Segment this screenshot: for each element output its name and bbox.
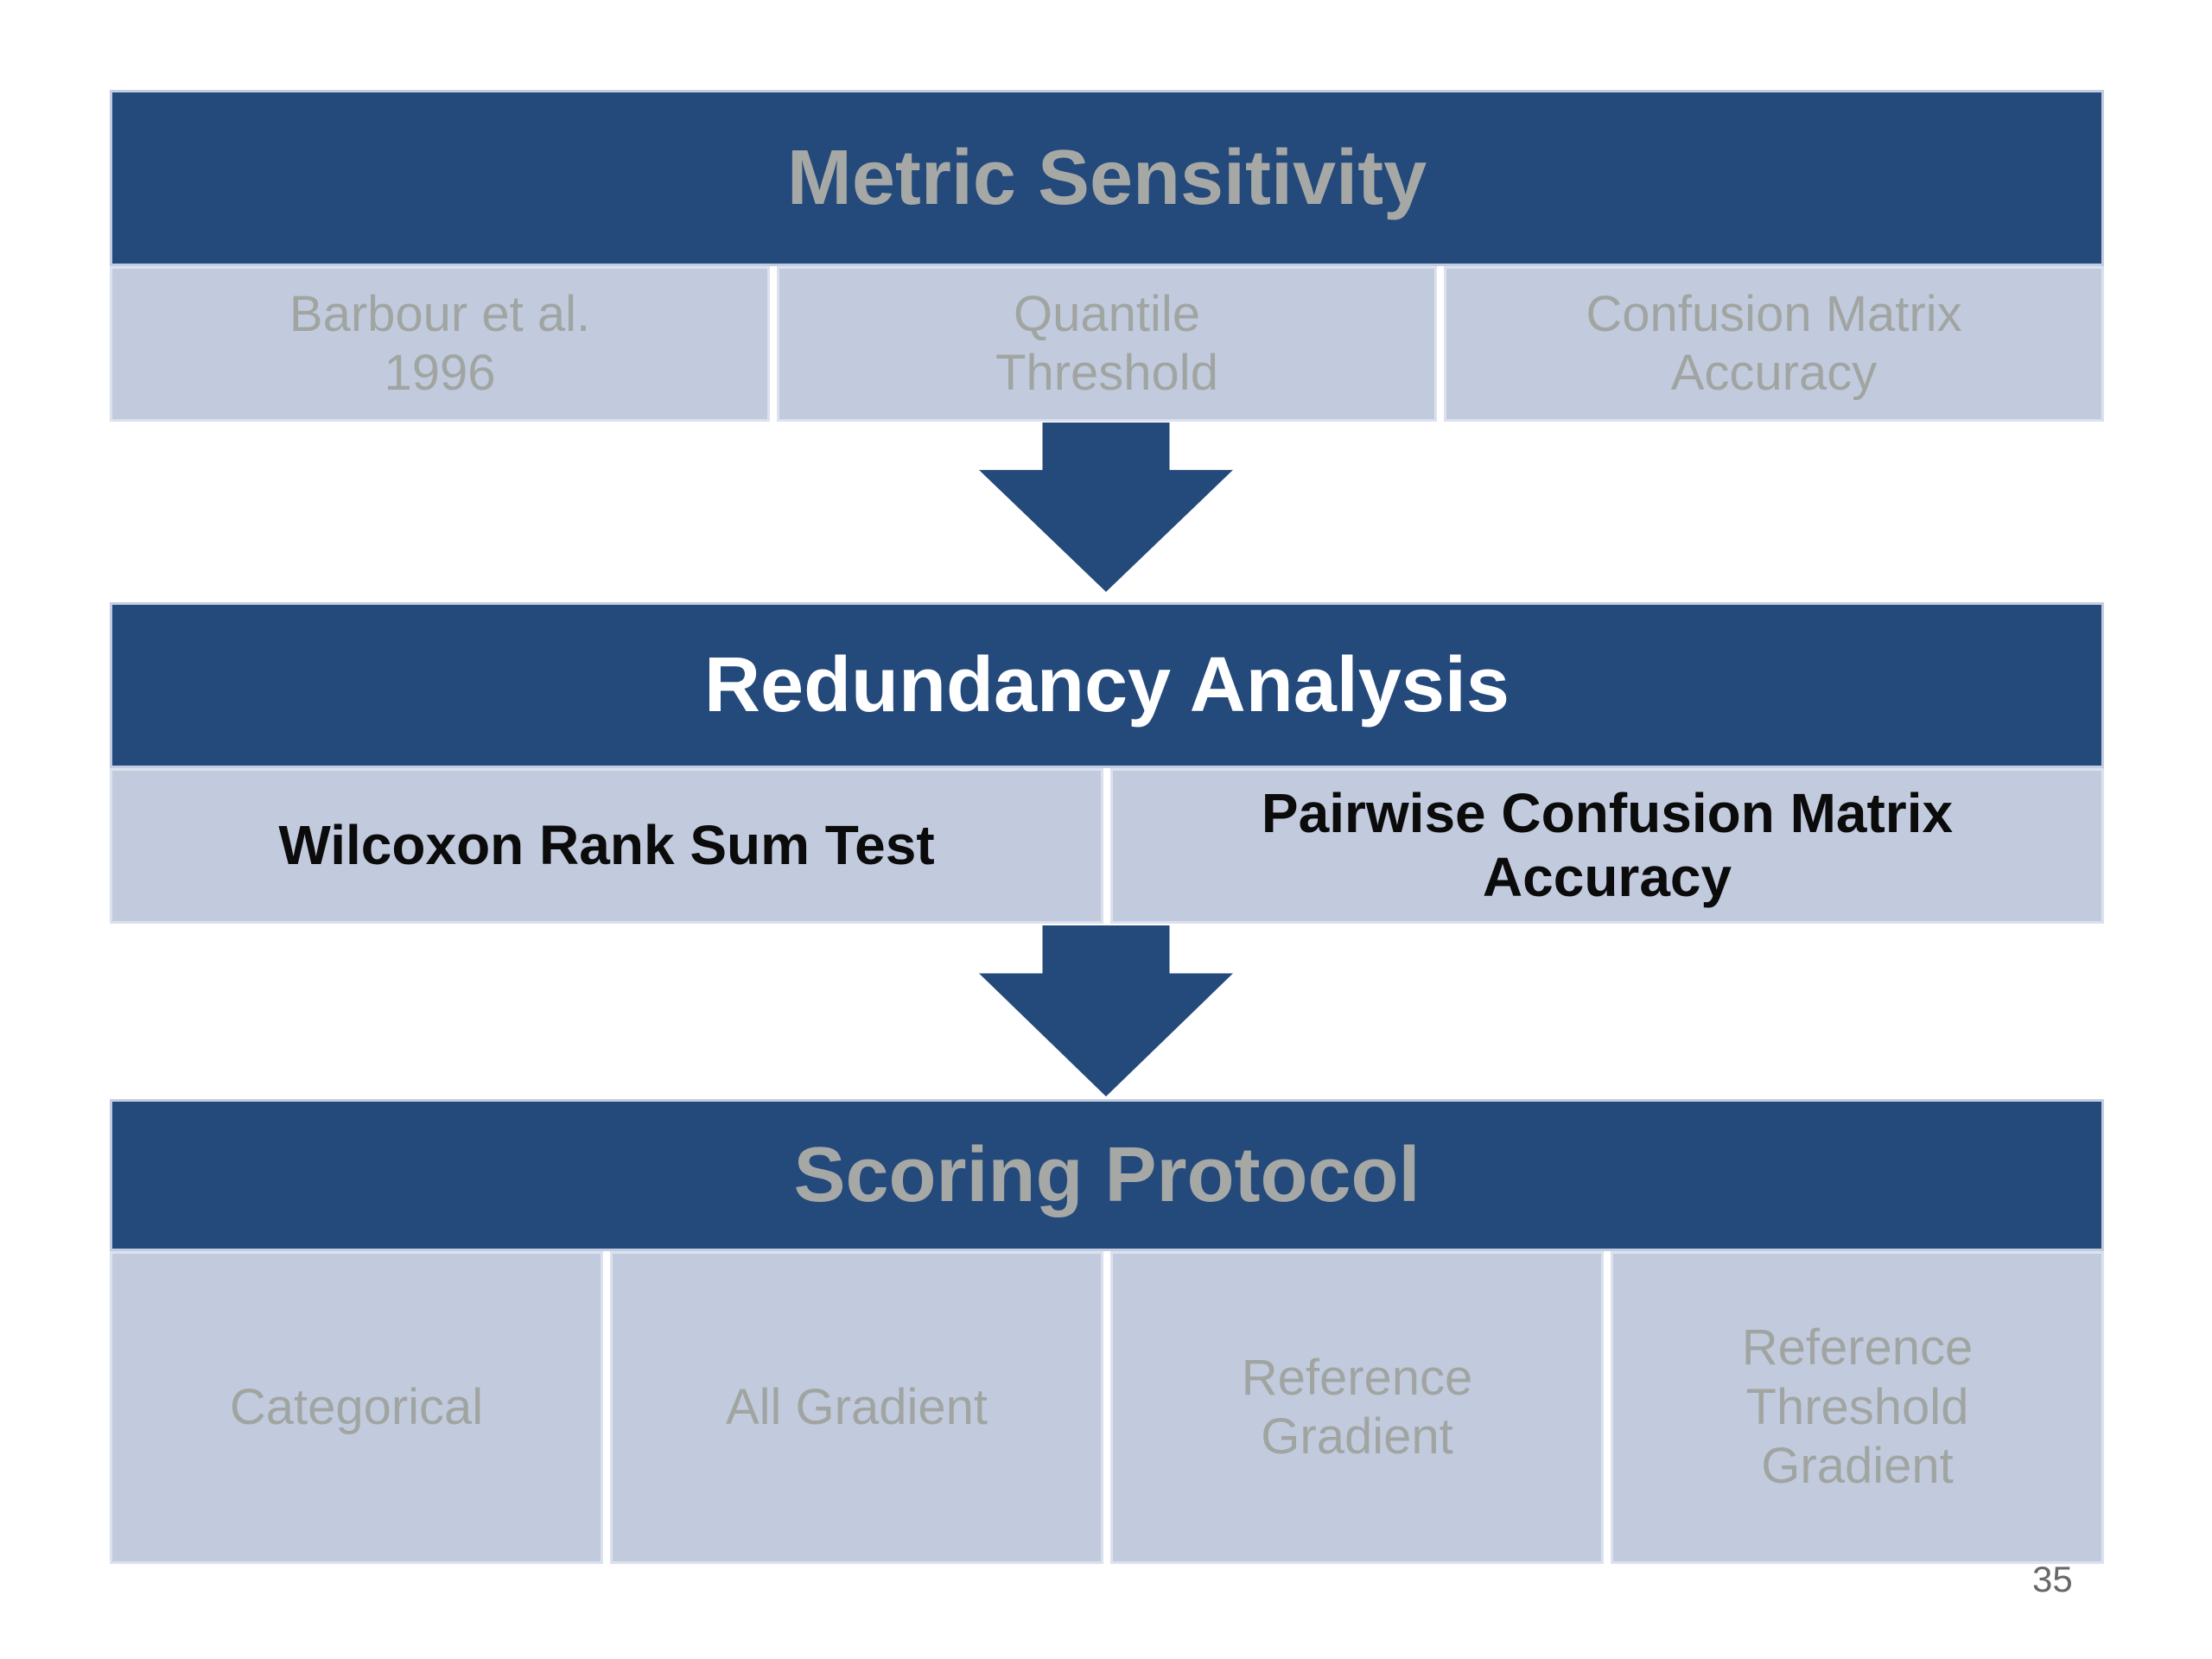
- cell-reference-gradient: Reference Gradient: [1110, 1251, 1604, 1564]
- down-arrow-icon: [979, 423, 1233, 592]
- cell-pairwise-confusion-matrix-accuracy: Pairwise Confusion Matrix Accuracy: [1110, 768, 2104, 924]
- cell-line: Gradient: [1761, 1438, 1954, 1495]
- cell-wilcoxon-rank-sum-test: Wilcoxon Rank Sum Test: [110, 768, 1103, 924]
- cell-line: 1996: [384, 345, 496, 401]
- cell-line: Categorical: [229, 1378, 484, 1435]
- cell-all-gradient: All Gradient: [610, 1251, 1103, 1564]
- cell-line: Threshold: [1745, 1378, 1969, 1435]
- cell-quantile-threshold: Quantile Threshold: [777, 266, 1437, 422]
- section-header-metric-sensitivity: Metric Sensitivity: [110, 90, 2104, 266]
- redundancy-analysis-cells: Wilcoxon Rank Sum Test Pairwise Confusio…: [110, 768, 2104, 924]
- cell-line: Gradient: [1261, 1408, 1453, 1465]
- cell-line: Confusion Matrix: [1586, 285, 1962, 342]
- cell-line: Accuracy: [1482, 846, 1732, 908]
- section-header-redundancy-analysis: Redundancy Analysis: [110, 602, 2104, 768]
- cell-line: Pairwise Confusion Matrix: [1261, 782, 1954, 845]
- section-title-scoring-protocol: Scoring Protocol: [793, 1131, 1421, 1218]
- cell-line: All Gradient: [725, 1378, 988, 1435]
- section-metric-sensitivity: Metric Sensitivity Barbour et al. 1996 Q…: [110, 90, 2104, 422]
- cell-reference-threshold-gradient: Reference Threshold Gradient: [1611, 1251, 2104, 1564]
- section-scoring-protocol: Scoring Protocol Categorical All Gradien…: [110, 1099, 2104, 1564]
- cell-line: Quantile: [1013, 285, 1201, 342]
- cell-line: Barbour et al.: [289, 285, 591, 342]
- metric-sensitivity-cells: Barbour et al. 1996 Quantile Threshold C…: [110, 266, 2104, 422]
- cell-line: Threshold: [995, 345, 1218, 401]
- cell-categorical: Categorical: [110, 1251, 603, 1564]
- cell-line: Reference: [1741, 1319, 1974, 1376]
- page-number: 35: [2032, 1559, 2073, 1599]
- cell-line: Accuracy: [1670, 345, 1878, 401]
- section-title-redundancy-analysis: Redundancy Analysis: [704, 641, 1510, 728]
- down-arrow-icon: [979, 925, 1233, 1096]
- cell-confusion-matrix-accuracy: Confusion Matrix Accuracy: [1444, 266, 2104, 422]
- cell-line: Wilcoxon Rank Sum Test: [278, 814, 935, 877]
- section-header-scoring-protocol: Scoring Protocol: [110, 1099, 2104, 1251]
- section-title-metric-sensitivity: Metric Sensitivity: [786, 134, 1427, 221]
- section-redundancy-analysis: Redundancy Analysis Wilcoxon Rank Sum Te…: [110, 602, 2104, 924]
- cell-line: Reference: [1241, 1349, 1473, 1406]
- scoring-protocol-cells: Categorical All Gradient Reference Gradi…: [110, 1251, 2104, 1564]
- cell-barbour-1996: Barbour et al. 1996: [110, 266, 770, 422]
